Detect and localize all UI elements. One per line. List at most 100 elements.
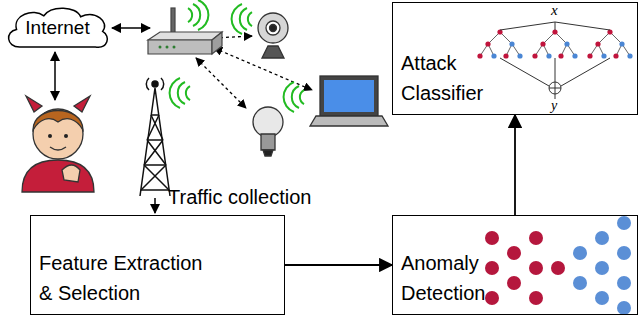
- wifi-waves: [300, 90, 304, 104]
- webcam-icon: [270, 25, 277, 32]
- wireless-links: [214, 48, 312, 90]
- webcam-icon: [262, 46, 284, 58]
- anomaly-dots: [617, 246, 631, 260]
- wifi-waves: [170, 78, 180, 108]
- node-label: Feature Extraction & Selection: [39, 248, 219, 308]
- ensemble-lines: [549, 82, 561, 94]
- lightbulb-icon: [261, 134, 275, 150]
- lightbulb-icon: [253, 107, 283, 137]
- decision-trees: [619, 41, 624, 46]
- wifi-waves: [178, 82, 185, 104]
- process-box: Anomaly Detection: [392, 215, 638, 315]
- laptop-icon: [310, 76, 388, 126]
- decision-trees: [564, 41, 569, 46]
- node-label: Attack Classifier: [401, 48, 495, 108]
- process-box: Feature Extraction & Selection: [30, 215, 285, 315]
- wifi-waves: [198, 0, 208, 30]
- decision-trees: [509, 41, 514, 46]
- decision-trees: [595, 41, 600, 46]
- flow-label: Traffic collection: [168, 186, 311, 208]
- router-icon: [159, 46, 162, 49]
- wifi-waves: [170, 0, 304, 112]
- collection-arrow: [154, 198, 156, 213]
- anomaly-dots: [617, 276, 631, 290]
- webcam-icon: [266, 21, 280, 35]
- attacker-figure: [33, 111, 83, 131]
- node-label: Internet: [25, 17, 89, 40]
- anomaly-dots: [529, 231, 543, 245]
- decision-trees: [477, 53, 482, 58]
- ensemble-lines: [500, 22, 610, 99]
- decision-trees: [552, 29, 557, 34]
- decision-trees: [558, 53, 563, 58]
- radio-tower: [141, 115, 169, 190]
- anomaly-dots: [573, 276, 587, 290]
- anomaly-dots: [617, 216, 631, 230]
- lightbulb-icon: [253, 107, 283, 156]
- ensemble-lines: [500, 22, 610, 30]
- radio-tower: [152, 81, 158, 87]
- wireless-links: [196, 58, 246, 108]
- decision-trees: [601, 53, 606, 58]
- anomaly-dots: [551, 261, 565, 275]
- input-symbol: x: [551, 2, 558, 19]
- anomaly-dots: [595, 231, 609, 245]
- attacker-figure: [22, 96, 94, 192]
- router-icon: [166, 46, 169, 49]
- anomaly-dots: [507, 276, 521, 290]
- anomaly-dots: [485, 216, 631, 315]
- decision-trees: [572, 53, 577, 58]
- wifi-waves: [186, 86, 190, 100]
- lightbulb-icon: [263, 150, 273, 156]
- laptop-icon: [320, 76, 378, 116]
- anomaly-dots: [485, 291, 499, 305]
- router-icon: [148, 32, 222, 40]
- laptop-icon: [324, 80, 374, 112]
- decision-trees: [613, 53, 618, 58]
- radio-tower: [140, 88, 170, 196]
- decision-trees: [587, 53, 592, 58]
- decision-trees: [485, 41, 490, 46]
- link-arrows: [112, 27, 150, 29]
- wifi-waves: [292, 86, 299, 108]
- decision-trees: [627, 53, 632, 58]
- webcam-icon: [258, 13, 288, 43]
- wifi-waves: [193, 4, 200, 26]
- decision-trees: [491, 53, 496, 58]
- decision-trees: [532, 53, 537, 58]
- ensemble-lines: [549, 82, 561, 94]
- decision-trees: [503, 53, 508, 58]
- attacker-figure: [22, 160, 94, 192]
- attacker-figure: [26, 96, 42, 112]
- anomaly-dots: [595, 261, 609, 275]
- radio-tower: [140, 78, 170, 196]
- link-arrows: [54, 52, 56, 100]
- anomaly-dots: [507, 246, 521, 260]
- attacker-figure: [48, 134, 52, 138]
- internet-cloud: Internet: [5, 6, 110, 50]
- wifi-waves: [232, 4, 242, 34]
- anomaly-dots: [573, 246, 587, 260]
- process-box: Attack Classifier: [392, 2, 638, 115]
- webcam-icon: [258, 13, 288, 58]
- router-icon: [212, 32, 222, 54]
- anomaly-dots: [617, 301, 631, 315]
- anomaly-dots: [485, 231, 499, 245]
- attacker-figure: [33, 109, 83, 159]
- collection-arrow: [154, 198, 156, 213]
- decision-trees: [546, 53, 551, 58]
- wifi-waves: [284, 82, 294, 112]
- node-label: Anomaly Detection: [401, 248, 497, 308]
- decision-trees: [517, 53, 522, 58]
- flow-arrow: [285, 264, 392, 266]
- anomaly-dots: [529, 291, 543, 305]
- wifi-waves: [188, 8, 192, 22]
- flow-arrow: [514, 115, 516, 215]
- cloud-outline: [9, 8, 108, 47]
- attacker-figure: [62, 165, 80, 182]
- decision-trees: [477, 29, 632, 58]
- wifi-waves: [240, 8, 247, 30]
- router-icon: [148, 40, 212, 54]
- decision-trees: [540, 41, 545, 46]
